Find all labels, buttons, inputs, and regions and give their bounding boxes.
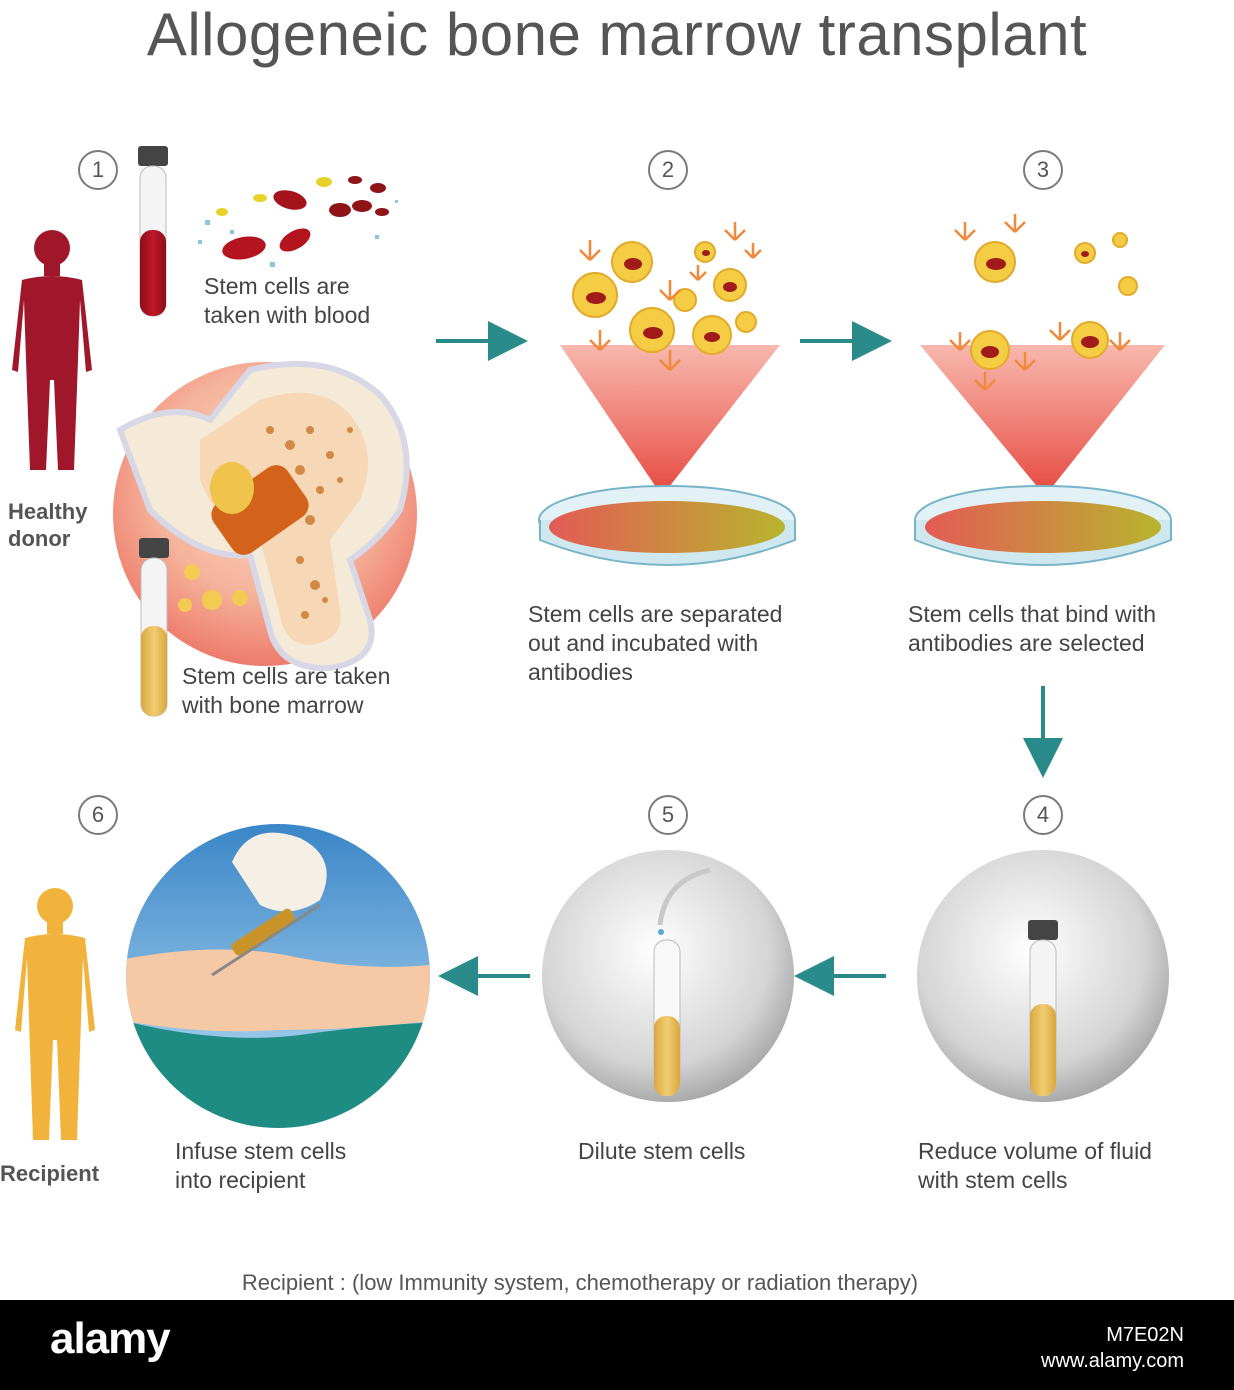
caption-line: Dilute stem cells <box>578 1138 746 1164</box>
caption-line: Stem cells are <box>204 273 350 299</box>
step-3-caption: Stem cells that bind with antibodies are… <box>908 600 1156 658</box>
caption-line: with bone marrow <box>182 692 364 718</box>
step-1-marrow-caption: Stem cells are taken with bone marrow <box>182 662 390 720</box>
step-2-badge: 2 <box>648 150 688 190</box>
step-2-caption: Stem cells are separated out and incubat… <box>528 600 782 687</box>
image-info: M7E02N www.alamy.com <box>1041 1322 1184 1374</box>
caption-line: antibodies are selected <box>908 630 1145 656</box>
bone-marrow-illustration <box>113 360 417 672</box>
recipient-figure <box>15 888 95 1140</box>
caption-line: Reduce volume of fluid <box>918 1138 1152 1164</box>
caption-line: Stem cells that bind with <box>908 601 1157 627</box>
caption-line: antibodies <box>528 659 633 685</box>
infusion-illustration <box>126 824 430 1128</box>
donor-label-line: Healthy <box>8 499 88 524</box>
antibody-selection-illustration <box>914 214 1172 566</box>
source-url: www.alamy.com <box>1041 1350 1184 1372</box>
recipient-label: Recipient <box>0 1161 100 1186</box>
step-3-badge: 3 <box>1023 150 1063 190</box>
diagram-canvas <box>12 146 1172 1140</box>
caption-line: Stem cells are separated <box>528 601 783 627</box>
caption-line: taken with blood <box>204 302 371 328</box>
step-1-blood-caption: Stem cells are taken with blood <box>204 272 370 330</box>
reduce-volume-illustration <box>917 850 1169 1102</box>
step-5-badge: 5 <box>648 795 688 835</box>
brand-logo: alamy <box>50 1314 171 1363</box>
caption-line: Stem cells are taken <box>182 663 391 689</box>
healthy-donor-figure <box>12 230 92 470</box>
step-6-badge: 6 <box>78 795 118 835</box>
caption-line: Infuse stem cells <box>175 1138 347 1164</box>
antibody-incubation-illustration <box>538 222 796 566</box>
blood-cells-icon <box>198 176 398 267</box>
step-1-badge: 1 <box>78 150 118 190</box>
step-5-caption: Dilute stem cells <box>578 1137 745 1166</box>
image-id: M7E02N <box>1106 1324 1184 1346</box>
blood-test-tube-icon <box>138 146 168 317</box>
caption-line: with stem cells <box>918 1167 1068 1193</box>
recipient-note: Recipient : (low Immunity system, chemot… <box>241 1270 919 1295</box>
footer-bar <box>0 1300 1234 1390</box>
page-title: Allogeneic bone marrow transplant <box>146 1 1088 68</box>
step-6-caption: Infuse stem cells into recipient <box>175 1137 346 1195</box>
healthy-donor-label: Healthy donor <box>8 498 87 552</box>
donor-label-line: donor <box>8 526 71 551</box>
bone-marrow-test-tube-icon <box>139 538 169 717</box>
step-4-badge: 4 <box>1023 795 1063 835</box>
caption-line: out and incubated with <box>528 630 759 656</box>
dilute-stem-cells-illustration <box>542 850 794 1102</box>
step-4-caption: Reduce volume of fluid with stem cells <box>918 1137 1152 1195</box>
caption-line: into recipient <box>175 1167 306 1193</box>
